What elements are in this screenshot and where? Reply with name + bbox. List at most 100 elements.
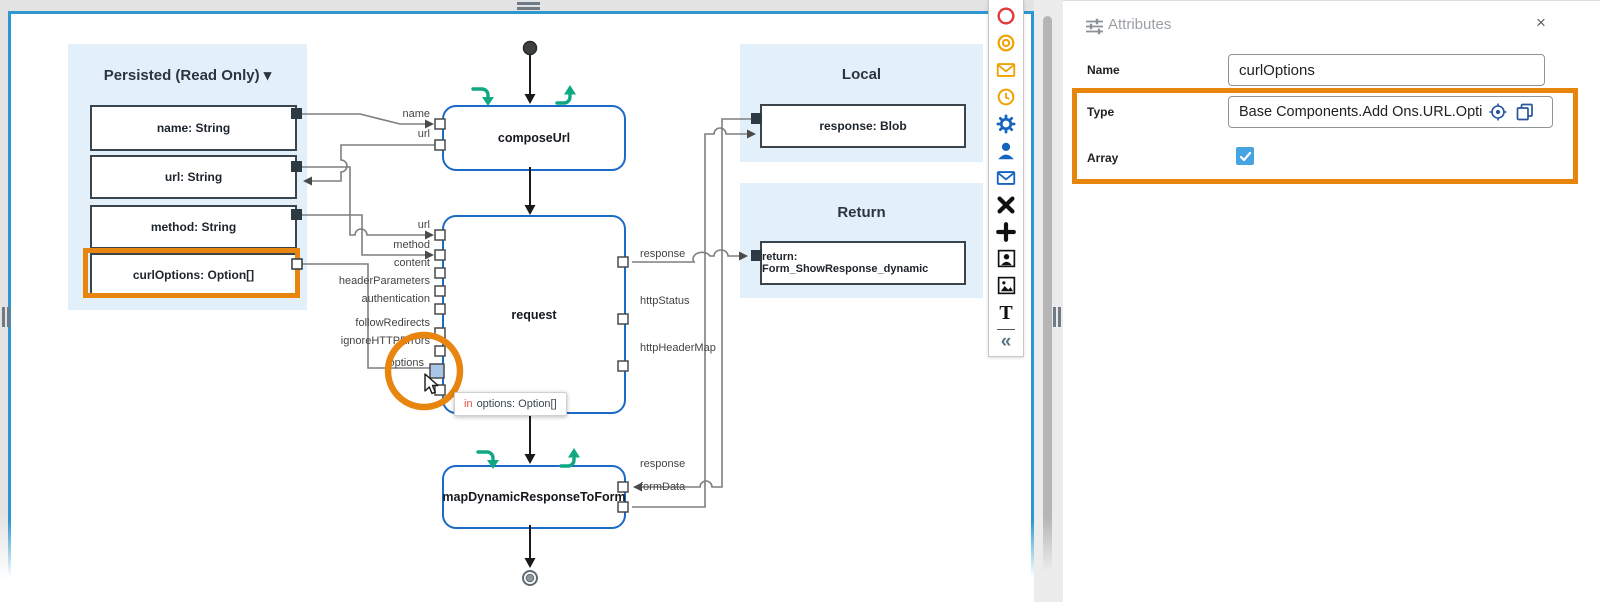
top-resize-grip[interactable] [517,7,540,10]
array-field-label: Array [1087,151,1119,165]
node-composeurl[interactable]: composeUrl [442,105,626,171]
red-circle-icon [997,6,1015,25]
port-label: httpHeaderMap [640,342,716,354]
orange-mail-tool[interactable] [993,56,1019,83]
jump-in-icon[interactable] [471,87,490,100]
attributes-panel-title: Attributes [1108,16,1172,33]
wire-name-to-composeurl [302,113,425,125]
var-box-method[interactable]: method: String [90,205,297,249]
port-label: url [418,128,430,140]
port-label: name [402,108,430,120]
node-label: request [511,307,557,322]
image-tool[interactable] [993,272,1019,299]
cross-tool[interactable] [993,191,1019,218]
wire-response-to-return [632,249,739,263]
node-request[interactable]: request [442,215,626,414]
jump-in-icon[interactable] [476,450,495,463]
port-label: ignoreHTTPErrors [341,335,431,347]
gear-icon [996,114,1016,133]
port-label: httpStatus [640,295,690,307]
start-node[interactable] [522,40,538,56]
var-label: curlOptions: Option[] [132,268,255,282]
blue-gear-tool[interactable] [993,110,1019,137]
ring-icon [997,34,1015,51]
port-label: followRedirects [355,317,430,329]
image-icon [997,276,1015,295]
close-icon[interactable]: × [1536,13,1546,32]
red-circle-tool[interactable] [993,2,1019,29]
end-node[interactable] [522,570,538,586]
curloptions-highlight-rect [83,248,300,298]
wire-method-to-request [302,214,425,256]
array-checkbox[interactable] [1236,147,1254,165]
port-label: authentication [362,293,431,305]
cross-icon [997,195,1015,214]
mail-icon [996,62,1016,77]
plus-icon [996,221,1016,242]
name-field-label: Name [1087,63,1120,77]
canvas-top-border [8,11,1034,14]
port-label: response [640,248,685,260]
plus-tool[interactable] [993,218,1019,245]
persisted-panel-title[interactable]: Persisted (Read Only) ▾ [103,67,272,84]
canvas-left-border [8,11,11,577]
portrait-tool[interactable] [993,245,1019,272]
collapse-toolbar-button[interactable]: « [993,331,1019,351]
tune-icon [1086,18,1103,35]
var-label: url: String [164,170,223,184]
blue-person-tool[interactable] [993,137,1019,164]
clock-icon [997,88,1015,105]
wire-blob-to-mapform [642,118,752,488]
top-resize-grip[interactable] [517,2,540,5]
orange-ring-tool[interactable] [993,29,1019,56]
var-box-name[interactable]: name: String [90,105,297,151]
person-icon [998,142,1014,159]
node-mapdynamicresponsetoform[interactable]: mapDynamicResponseToForm [442,465,626,529]
wire-curloptions-to-options [302,263,430,369]
check-icon [1239,151,1251,161]
port-label: url [418,219,430,231]
var-label: return: Form_ShowResponse_dynamic [762,251,929,275]
name-input[interactable] [1228,54,1545,86]
locate-type-icon[interactable] [1489,103,1507,121]
wire-url-to-request [302,166,425,236]
blue-mail-tool[interactable] [993,164,1019,191]
port-label: content [394,257,430,269]
type-input[interactable] [1228,96,1553,128]
jump-out-icon[interactable] [555,92,572,105]
right-resize-grip[interactable] [1053,307,1056,327]
mail-icon [996,170,1016,185]
var-label: method: String [150,220,237,234]
return-panel-title: Return [837,204,886,221]
var-box-response-blob[interactable]: response: Blob [760,104,966,148]
node-label: mapDynamicResponseToForm [442,490,626,504]
copy-icon[interactable] [1516,103,1534,121]
var-label: response: Blob [819,119,907,133]
text-tool[interactable]: T [993,299,1019,326]
port-label: options [389,357,425,369]
wire-composeurl-to-url [312,144,435,182]
var-box-url[interactable]: url: String [90,155,297,199]
var-box-return[interactable]: return: Form_ShowResponse_dynamic [760,241,966,285]
port-label: response [640,458,685,470]
mouse-cursor [424,373,439,395]
tooltip-text: options: Option[] [476,398,557,410]
chevron-down-icon: ▾ [263,67,272,84]
portrait-icon [997,249,1015,268]
orange-clock-tool[interactable] [993,83,1019,110]
shape-toolbar: T « [988,0,1024,357]
type-array-highlight-rect [1072,88,1578,184]
left-resize-grip[interactable] [2,307,5,327]
text-tool-glyph: T [999,301,1013,324]
right-resize-grip[interactable] [1058,307,1061,327]
tooltip-direction: in [464,398,473,410]
port-label: method [393,239,430,251]
wire-formdata-to-local [632,127,747,508]
left-resize-grip[interactable] [6,307,10,327]
panel-scrollbar[interactable] [1043,16,1052,572]
node-label: composeUrl [497,131,571,145]
type-field-label: Type [1087,105,1115,119]
toolbar-divider [997,329,1015,330]
